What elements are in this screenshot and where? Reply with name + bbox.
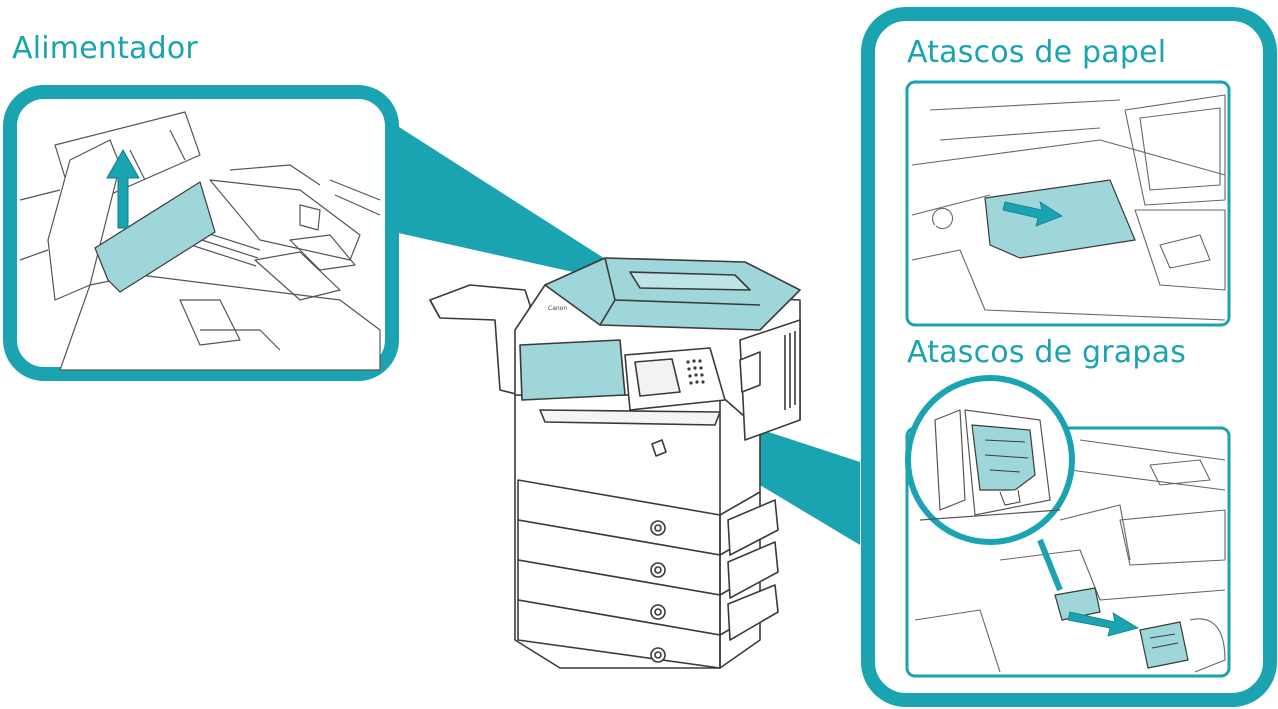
- feeder-label: Alimentador: [12, 31, 198, 66]
- copier-machine: Canon: [429, 257, 801, 669]
- staple-jams-label: Atascos de grapas: [907, 335, 1187, 370]
- feeder-inset: [3, 85, 399, 381]
- staple-cartridge: [1139, 621, 1189, 669]
- pull-arrow-icon: [1002, 201, 1063, 227]
- staple-slot: [1054, 587, 1101, 621]
- staple-magnifier: [905, 375, 1075, 592]
- paper-jams-label: Atascos de papel: [907, 35, 1167, 70]
- front-cover-highlight: [519, 339, 626, 401]
- pull-out-arrow-icon: [1067, 611, 1140, 637]
- pull-up-arrow-icon: [106, 148, 140, 229]
- jammed-paper-feeder: [94, 181, 216, 293]
- brand-logo: Canon: [548, 305, 567, 312]
- jammed-paper-main: [984, 179, 1136, 259]
- feeder-callout-connector: [385, 118, 610, 278]
- touch-screen: [634, 358, 681, 397]
- right-callout-frame: [861, 7, 1277, 707]
